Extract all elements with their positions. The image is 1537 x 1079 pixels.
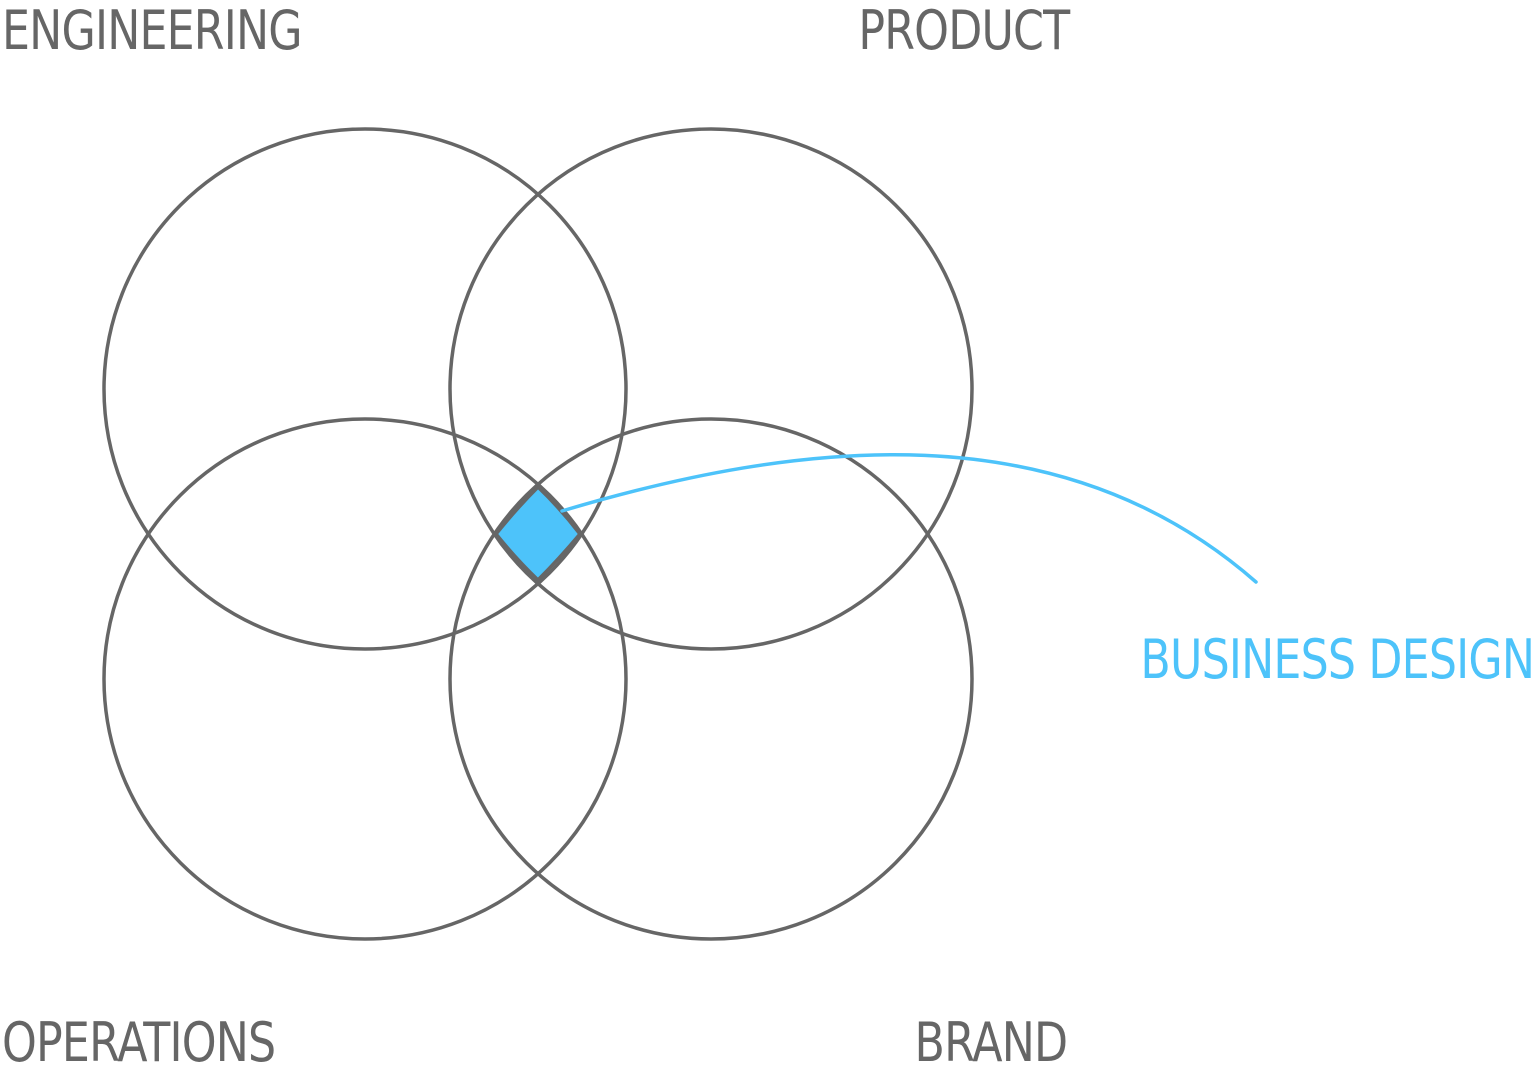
engineering-label: ENGINEERING [2, 0, 303, 62]
callout-connector-line [560, 452, 1258, 584]
brand-label: BRAND [914, 1011, 1068, 1074]
business-design-intersection [494, 485, 582, 582]
engineering-circle [102, 127, 628, 651]
product-circle [448, 127, 974, 651]
operations-label: OPERATIONS [2, 1011, 276, 1074]
brand-circle [448, 417, 974, 941]
operations-circle [102, 417, 628, 941]
product-label: PRODUCT [857, 0, 1070, 62]
business-design-label: BUSINESS DESIGN [1140, 628, 1535, 691]
